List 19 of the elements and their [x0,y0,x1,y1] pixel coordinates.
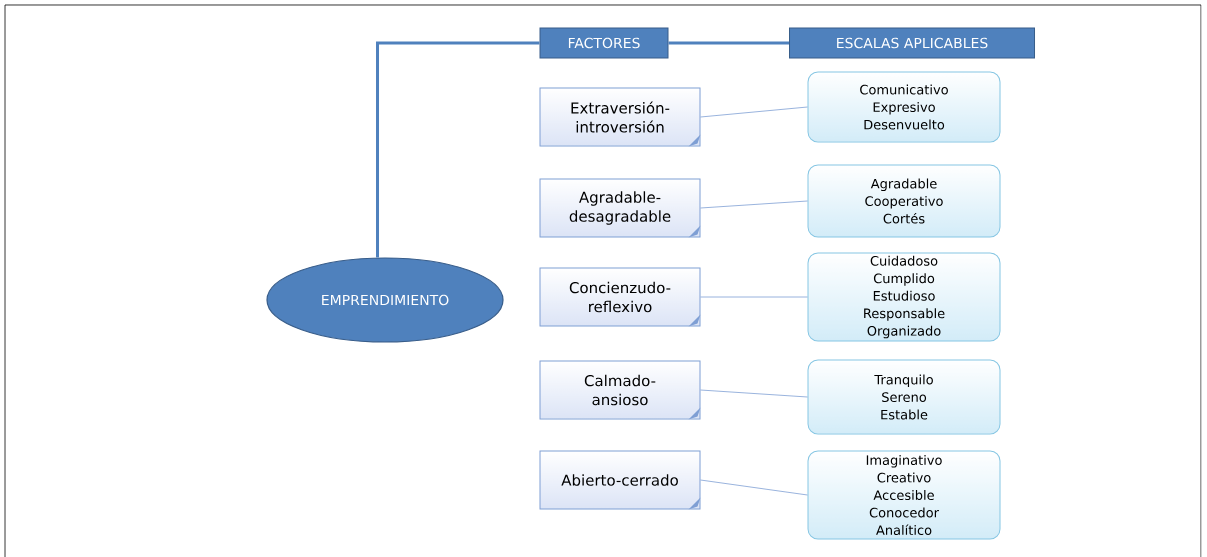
factor-note-box: Agradable-desagradable [539,178,701,238]
scale-box: Cuidadoso Cumplido Estudioso Responsable Organizado [807,252,1001,342]
connector-line [700,479,808,496]
header-box: ESCALAS APLICABLES [789,27,1035,59]
factor-note-box: Extraversión-introversión [539,87,701,147]
scale-box: Tranquilo Sereno Estable [807,359,1001,435]
connector-line [668,41,789,45]
connector-line [700,200,808,209]
connector-line [376,41,540,258]
connector-line [700,389,808,398]
connector-line [700,106,808,118]
scale-box: Agradable Cooperativo Cortés [807,164,1001,238]
connector-line [700,296,808,298]
factor-note-box: Abierto-cerrado [539,450,701,510]
scale-box: Imaginativo Creativo Accesible Conocedor Analítico [807,450,1001,540]
factor-note-box: Concienzudo-reflexivo [539,267,701,327]
scale-box: Comunicativo Expresivo Desenvuelto [807,71,1001,143]
factor-note-box: Calmado-ansioso [539,360,701,420]
header-box: FACTORES [539,27,669,59]
